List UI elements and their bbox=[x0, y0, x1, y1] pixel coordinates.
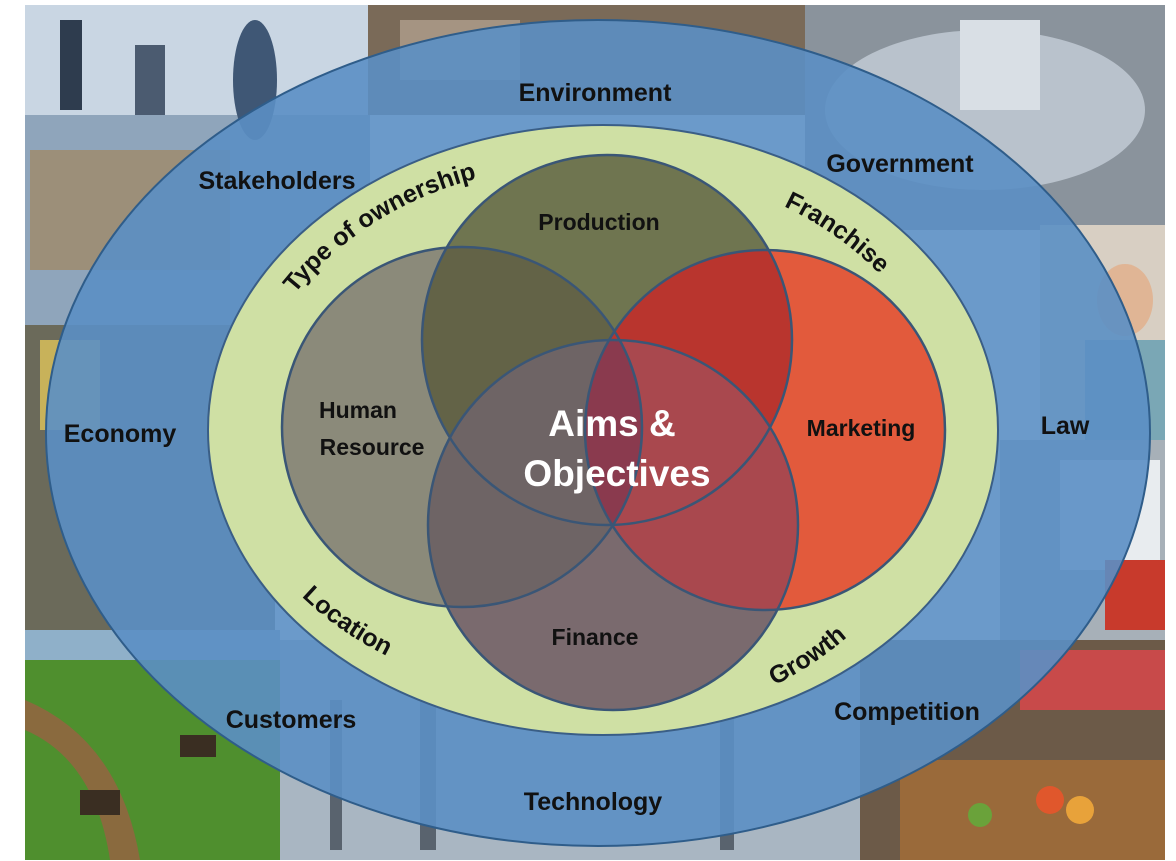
customers-label: Customers bbox=[226, 706, 357, 734]
stakeholders-label: Stakeholders bbox=[198, 167, 355, 195]
government-label: Government bbox=[826, 150, 974, 178]
law-label: Law bbox=[1041, 412, 1090, 440]
competition-label: Competition bbox=[834, 698, 980, 726]
production-label: Production bbox=[538, 209, 659, 235]
aims-objectives-line2: Objectives bbox=[523, 453, 710, 494]
circle-outlines bbox=[280, 153, 947, 712]
finance-label: Finance bbox=[552, 624, 639, 650]
environment-label: Environment bbox=[519, 79, 672, 107]
aims-objectives-line1: Aims & bbox=[548, 403, 675, 444]
technology-label: Technology bbox=[524, 788, 663, 816]
human-resource-label-line2: Resource bbox=[320, 434, 425, 460]
human-resource-label-line1: Human bbox=[319, 397, 397, 423]
marketing-label: Marketing bbox=[807, 415, 916, 441]
economy-label: Economy bbox=[64, 420, 177, 448]
